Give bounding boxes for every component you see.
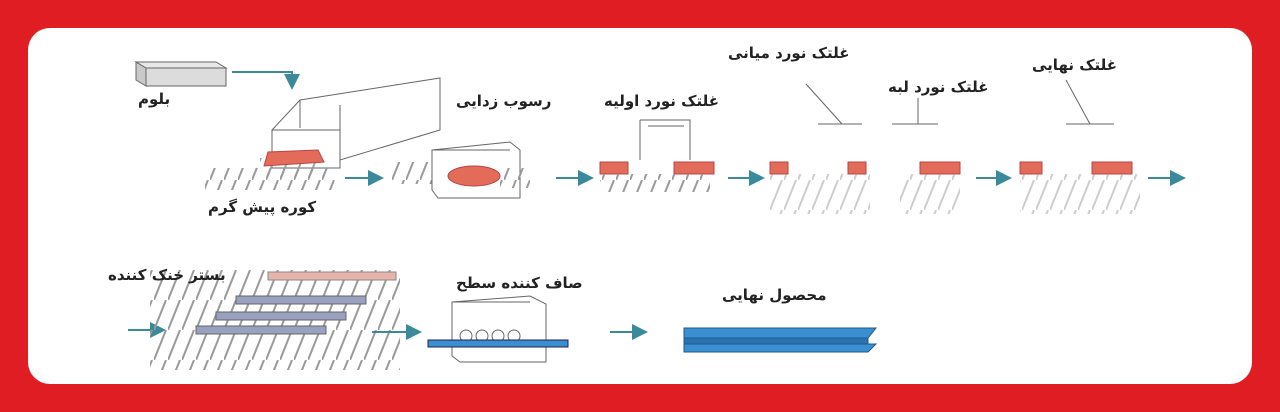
descaler xyxy=(392,141,530,199)
label-straightener: صاف کننده سطح xyxy=(456,274,583,292)
final-product-beam xyxy=(683,327,878,353)
bloom-block xyxy=(134,61,228,87)
label-finishing: غلتک نهایی xyxy=(1032,56,1118,74)
label-descaler: رسوب زدایی xyxy=(456,92,552,110)
arrow-bloom-to-furnace xyxy=(232,71,300,90)
finishing-mill xyxy=(1019,79,1140,214)
edger-mill xyxy=(892,98,961,214)
label-bloom: بلوم xyxy=(138,90,171,108)
label-final-product: محصول نهایی xyxy=(722,286,827,304)
straightener xyxy=(427,295,569,363)
label-furnace: کوره پیش گرم xyxy=(208,198,317,216)
intermediate-mill xyxy=(769,83,870,214)
roughing-mill xyxy=(599,119,715,192)
label-roughing: غلتک نورد اولیه xyxy=(604,92,719,110)
label-cooling-bed: بستر خنک کننده xyxy=(108,266,226,284)
label-intermediate: غلتک نورد میانی xyxy=(728,44,850,62)
furnace xyxy=(205,77,441,190)
label-edger: غلتک نورد لبه xyxy=(888,78,989,96)
cooling-bed xyxy=(150,270,400,370)
